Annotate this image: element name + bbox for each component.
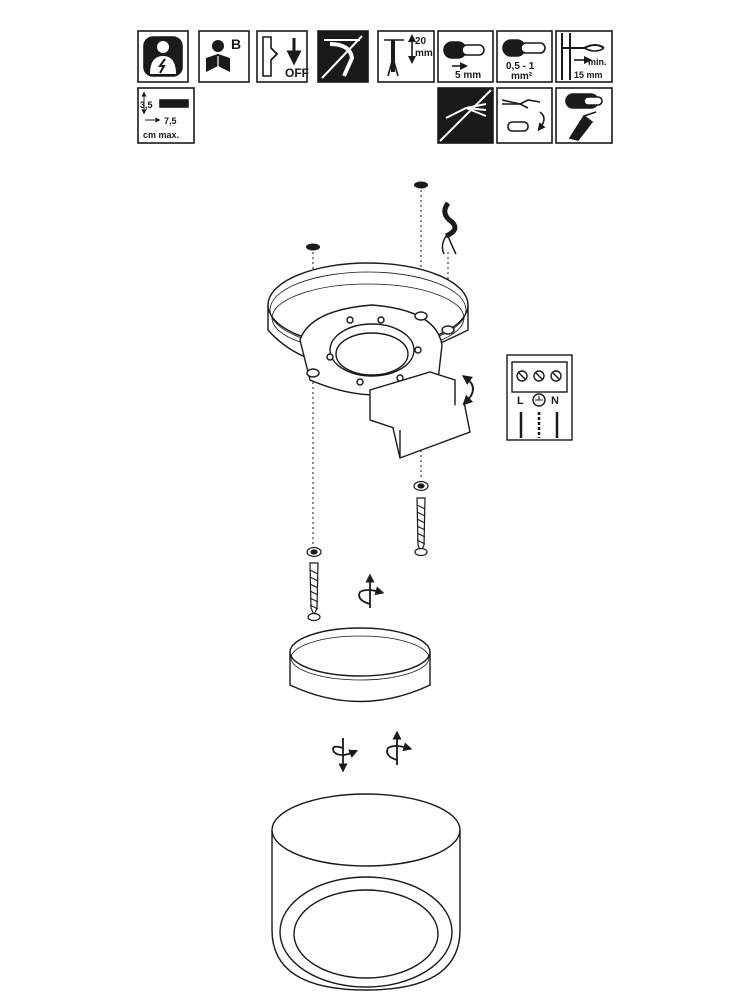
drill-depth-value: 20 bbox=[415, 36, 427, 47]
cover-inner-ring bbox=[293, 889, 439, 979]
power-off-icon: OFF bbox=[256, 30, 309, 83]
drill-depth-unit: mm bbox=[415, 48, 433, 59]
electrician-icon bbox=[137, 30, 189, 83]
neutral-terminal-label: N bbox=[551, 395, 559, 407]
mounting-base bbox=[267, 262, 471, 459]
strip-insulation-icon: 5 mm bbox=[437, 30, 494, 83]
rotate-lock-arrow-2 bbox=[386, 730, 413, 765]
ferrule-icon bbox=[496, 87, 553, 144]
outer-cover bbox=[271, 793, 461, 991]
wiring-detail: L N bbox=[506, 354, 573, 441]
rotate-unlock-arrow bbox=[332, 738, 359, 773]
spacing-icon: 3,5 7,5 cm max. bbox=[137, 87, 195, 144]
drill-depth-icon: 20 mm bbox=[377, 30, 435, 83]
wire-section-icon: 0,5 - 1 mm² bbox=[496, 30, 553, 83]
power-off-label: OFF bbox=[285, 66, 309, 80]
drill-hole-right bbox=[414, 181, 428, 189]
spacing-value-a: 3,5 bbox=[140, 100, 153, 110]
strip-length-label: 5 mm bbox=[455, 70, 481, 81]
screws bbox=[306, 480, 429, 622]
rotate-lock-arrow bbox=[358, 573, 385, 608]
spacing-value-b: 7,5 bbox=[164, 116, 177, 126]
supply-cable bbox=[441, 201, 458, 255]
screw-right bbox=[413, 480, 429, 557]
manual-letter: B bbox=[231, 36, 241, 52]
wire-section-value: 0,5 - 1 bbox=[506, 61, 535, 72]
drill-hole-left bbox=[306, 243, 320, 251]
free-wire-length-icon: min. 15 mm bbox=[555, 30, 613, 83]
crimp-tool-icon bbox=[555, 87, 613, 144]
spacing-unit: cm max. bbox=[143, 130, 179, 140]
icon-row-2: 3,5 7,5 cm max. bbox=[137, 87, 613, 144]
free-length-min: min. bbox=[588, 57, 607, 67]
read-manual-icon: B bbox=[198, 30, 250, 83]
rotate-arrows-lower bbox=[332, 730, 413, 773]
lamp-module bbox=[289, 627, 431, 703]
terminal-rotate-arrow bbox=[461, 375, 474, 406]
free-length-value: 15 mm bbox=[574, 70, 603, 80]
ceiling-drill-holes bbox=[306, 181, 428, 251]
no-stranded-wire-icon bbox=[437, 87, 494, 144]
live-terminal-label: L bbox=[517, 395, 524, 407]
screw-left bbox=[306, 546, 322, 622]
icon-row-1: B OFF 20 mm bbox=[137, 30, 613, 83]
wire-cable-icon bbox=[317, 30, 369, 83]
wire-section-unit: mm² bbox=[511, 71, 533, 82]
